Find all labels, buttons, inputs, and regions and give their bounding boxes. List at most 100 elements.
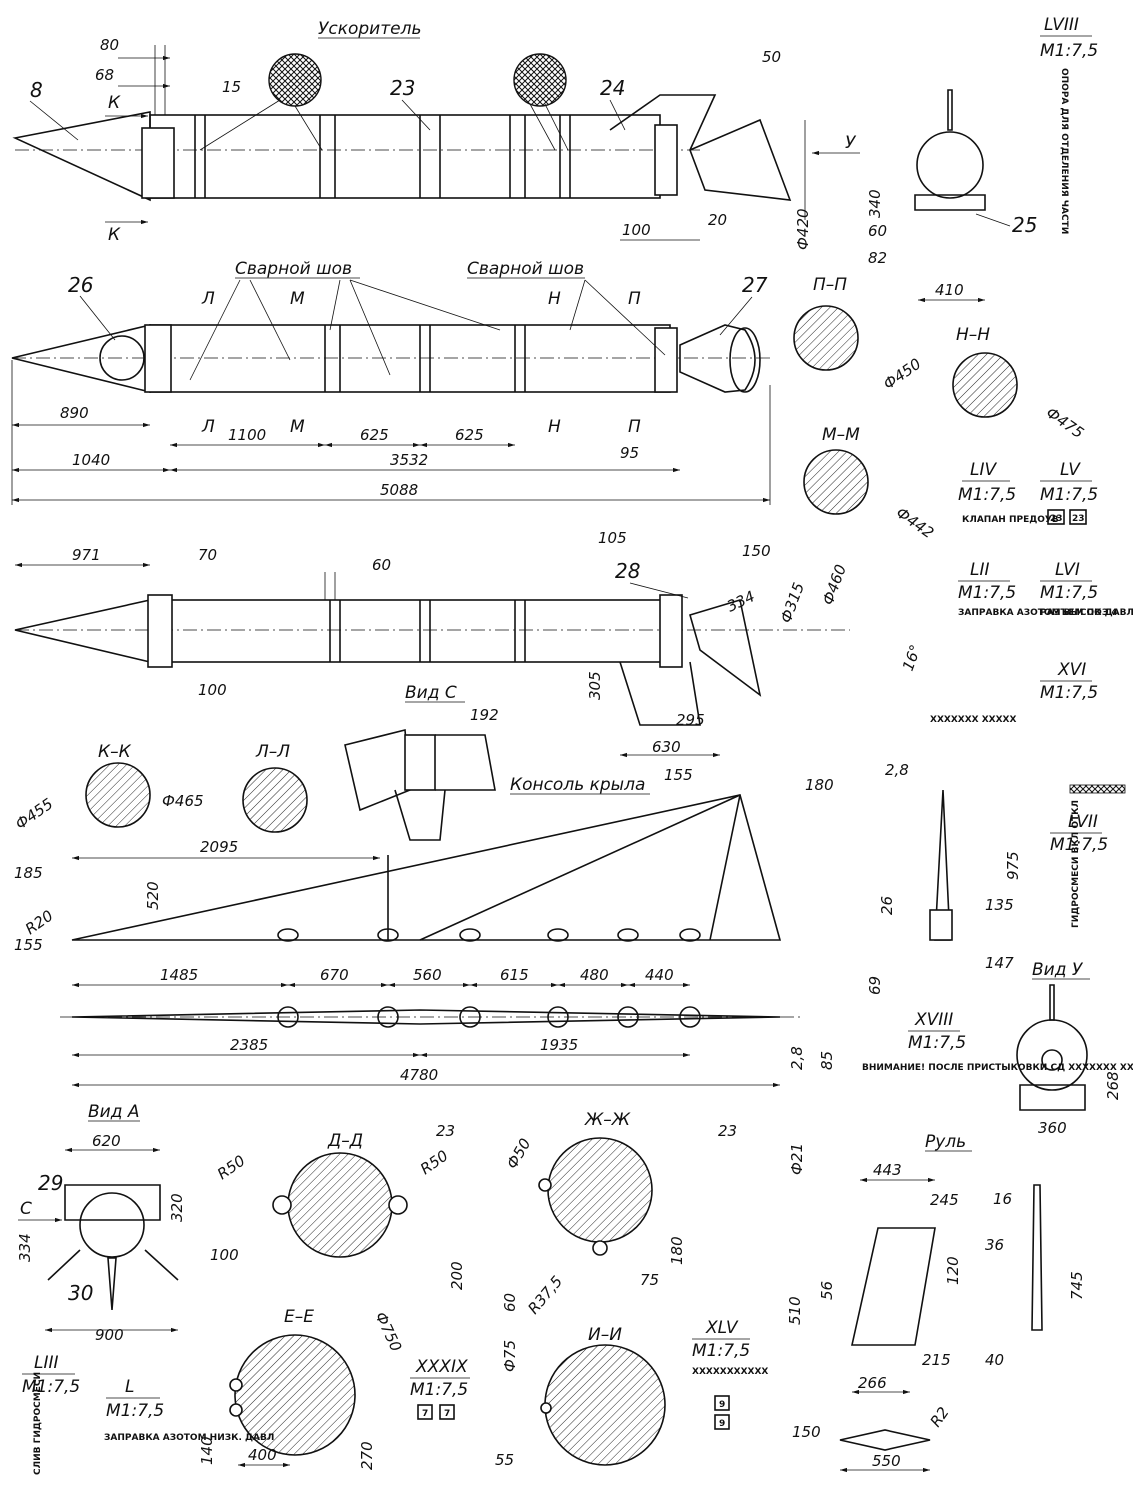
section-dd-title: Д–Д — [327, 1131, 363, 1151]
booster-side-view: Сварной шов Сварной шов 26 27 Л Л М М — [11, 259, 771, 505]
dim-625-a: 625 — [360, 426, 389, 444]
panel-liv-note: КЛАПАН ПРЕДОУВ — [962, 515, 1059, 525]
wing-console: Консоль крыла 155 180 2095 185 R20 520 1… — [14, 766, 836, 1088]
section-dd: Д–Д 23 R50 R50 100 200 Ф750 — [210, 1122, 466, 1354]
position-28: 28 — [615, 559, 640, 583]
dim-305: 305 — [586, 671, 604, 700]
dim-890: 890 — [60, 404, 89, 422]
panel-lvi: LVI М1:7,5 РАЗЪЕМ ПОЗ 4 — [1040, 560, 1118, 618]
dim-440: 440 — [645, 966, 674, 984]
dim-620: 620 — [92, 1132, 121, 1150]
panel-xlv: XLV М1:7,5 XXXXXXXXXXX 9 9 — [692, 1318, 768, 1430]
cut-m-bottom: М — [290, 417, 305, 437]
panel-l: L М1:7,5 ЗАПРАВКА АЗОТОМ НИЗК. ДАВЛ — [104, 1377, 274, 1443]
dim-900: 900 — [95, 1326, 124, 1344]
dim-dd-r50-left: R50 — [214, 1152, 249, 1184]
dim-zhzh-60: 60 — [501, 1293, 519, 1312]
panel-lvii: LVII М1:7,5 ГИДРОСМЕСИ ВКЛ ОТКЛ — [1050, 784, 1126, 928]
dim-295: 295 — [676, 711, 705, 729]
panel-lv-id: LV — [1060, 460, 1081, 480]
dim-r20: R20 — [22, 907, 57, 939]
panel-xviii-id: XVIII — [914, 1010, 953, 1030]
dim-ee-400: 400 — [248, 1446, 277, 1464]
view-a-title: Вид А — [88, 1102, 140, 1122]
dim-20: 20 — [708, 211, 727, 229]
dim-rudder-550: 550 — [872, 1452, 901, 1470]
panel-lii-scale: М1:7,5 — [958, 583, 1016, 603]
dim-rudder-245: 245 — [930, 1191, 959, 1209]
dim-1040: 1040 — [72, 451, 110, 469]
position-30: 30 — [68, 1281, 93, 1305]
booster-title: Ускоритель — [318, 19, 421, 39]
dim-rudder-d21: Ф21 — [788, 1143, 806, 1175]
panel-l-scale: М1:7,5 — [106, 1401, 164, 1421]
dim-2385: 2385 — [230, 1036, 268, 1054]
panel-lvi-id: LVI — [1055, 560, 1080, 580]
cut-u: У — [845, 133, 857, 153]
dim-16deg: 16° — [899, 642, 925, 673]
dim-rudder-36: 36 — [985, 1236, 1004, 1254]
dim-1100: 1100 — [228, 426, 266, 444]
cut-l-top: Л — [201, 289, 215, 309]
dim-320: 320 — [168, 1193, 186, 1222]
dim-zhzh-180: 180 — [668, 1236, 686, 1265]
panel-xvi-scale: М1:7,5 — [1040, 683, 1098, 703]
section-ll: Л–Л Ф465 — [162, 742, 308, 833]
badge-xxxix-a: 7 — [422, 1409, 428, 1419]
panel-liii-note: СЛИВ ГИДРОСМЕСИ — [33, 1372, 43, 1475]
dim-60-b: 60 — [868, 222, 887, 240]
dim-rudder-266: 266 — [858, 1374, 887, 1392]
dim-192: 192 — [470, 706, 499, 724]
panel-xviii: XVIII М1:7,5 ВНИМАНИЕ! ПОСЛЕ ПРИСТЫКОВКИ… — [862, 1010, 1133, 1073]
dim-d460: Ф460 — [819, 562, 850, 607]
wing-holes — [277, 928, 701, 942]
panel-lii-id: LII — [970, 560, 990, 580]
rudder-title: Руль — [925, 1132, 966, 1152]
dim-95: 95 — [620, 444, 639, 462]
dim-615: 615 — [500, 966, 529, 984]
dim-dd-r50-right: R50 — [417, 1147, 452, 1179]
dim-5088: 5088 — [380, 481, 418, 499]
cut-m-top: М — [290, 289, 305, 309]
dim-dd-100: 100 — [210, 1246, 239, 1264]
dim-70: 70 — [198, 546, 217, 564]
dim-d465: Ф465 — [162, 792, 204, 810]
dim-ii-d75: Ф75 — [501, 1340, 519, 1372]
dim-340: 340 — [866, 189, 884, 218]
dim-60: 60 — [372, 556, 391, 574]
panel-lvii-id: LVII — [1068, 812, 1098, 832]
position-29: 29 — [38, 1171, 63, 1195]
panel-lviii-scale: М1:7,5 — [1040, 41, 1098, 61]
dim-670: 670 — [320, 966, 349, 984]
panel-xlv-scale: М1:7,5 — [692, 1341, 750, 1361]
mesh-marker — [268, 53, 322, 107]
position-23: 23 — [390, 76, 415, 100]
section-kk: К–К Ф455 — [12, 742, 151, 833]
dim-rudder-150: 150 — [792, 1423, 821, 1441]
section-zhzh-title: Ж–Ж — [584, 1110, 631, 1130]
dim-155-a: 155 — [664, 766, 693, 784]
dim-105: 105 — [598, 529, 627, 547]
dim-147: 147 — [985, 954, 1014, 972]
section-nn-title: Н–Н — [956, 325, 990, 345]
dim-d450: Ф450 — [880, 355, 924, 394]
position-8: 8 — [30, 78, 43, 102]
panel-liii-scale: М1:7,5 — [22, 1377, 80, 1397]
fin-detail: 2,8 975 26 135 147 69 — [866, 761, 1022, 995]
view-a: Вид А 620 320 334 900 29 30 С — [16, 1102, 186, 1344]
badge-xlv-a: 9 — [719, 1400, 725, 1410]
cut-k-bottom: К — [108, 225, 121, 245]
dim-26: 26 — [878, 896, 896, 915]
dim-rudder-120: 120 — [944, 1256, 962, 1285]
section-ll-title: Л–Л — [255, 742, 290, 762]
dim-fin-2-8: 2,8 — [885, 761, 909, 779]
dim-185: 185 — [14, 864, 43, 882]
panel-lvi-scale: М1:7,5 — [1040, 583, 1098, 603]
badge-lv-a: 23 — [1050, 514, 1063, 524]
cut-n-top: Н — [548, 289, 561, 309]
panel-lvii-note: ГИДРОСМЕСИ ВКЛ ОТКЛ — [1071, 800, 1081, 928]
dim-ee-270: 270 — [358, 1441, 376, 1470]
dim-975: 975 — [1004, 851, 1022, 880]
panel-lii-note: ЗАПРАВКА АЗОТОМ ВЫСОК ДАВЛ — [958, 608, 1133, 618]
